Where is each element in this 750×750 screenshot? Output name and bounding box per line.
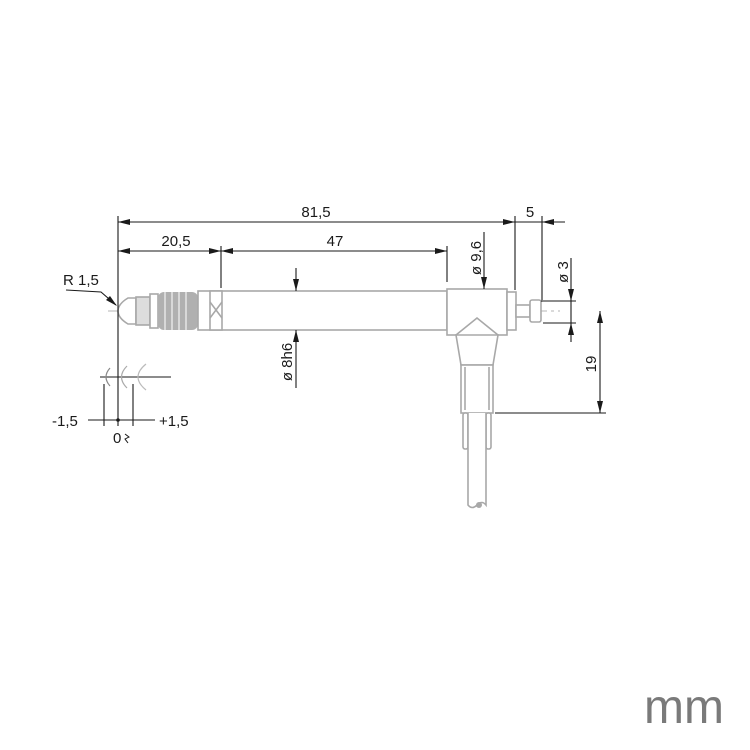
probe-tip bbox=[117, 297, 137, 325]
collar bbox=[149, 293, 159, 329]
dim-cable-offset: 19 bbox=[583, 356, 600, 373]
cable-sleeve bbox=[460, 364, 494, 414]
probe-body bbox=[117, 288, 542, 509]
lightning-icon bbox=[124, 433, 130, 444]
bellows bbox=[158, 292, 198, 330]
dim-overall-length: 81,5 bbox=[301, 204, 330, 221]
probe-shaft bbox=[197, 290, 448, 331]
travel-plus: +1,5 bbox=[159, 413, 189, 430]
travel-zero: 0 bbox=[113, 430, 121, 447]
dim-tip-radius: R 1,5 bbox=[63, 272, 99, 289]
dimension-lines bbox=[65, 216, 606, 426]
housing-step bbox=[506, 291, 517, 331]
cable bbox=[467, 413, 487, 509]
dim-tip-length: 20,5 bbox=[161, 233, 190, 250]
end-nut bbox=[529, 299, 542, 323]
dim-end-diameter: ø 3 bbox=[555, 261, 572, 283]
dim-end-length: 5 bbox=[526, 204, 534, 221]
end-shaft bbox=[515, 304, 531, 318]
dim-shaft-diameter: ø 8h6 bbox=[279, 343, 296, 381]
dim-body-length: 47 bbox=[327, 233, 344, 250]
travel-minus: -1,5 bbox=[52, 413, 78, 430]
knurled-section bbox=[135, 296, 151, 326]
unit-label: mm bbox=[644, 681, 724, 734]
cable-outlet bbox=[455, 334, 499, 366]
dim-housing-diameter: ø 9,6 bbox=[468, 241, 485, 275]
